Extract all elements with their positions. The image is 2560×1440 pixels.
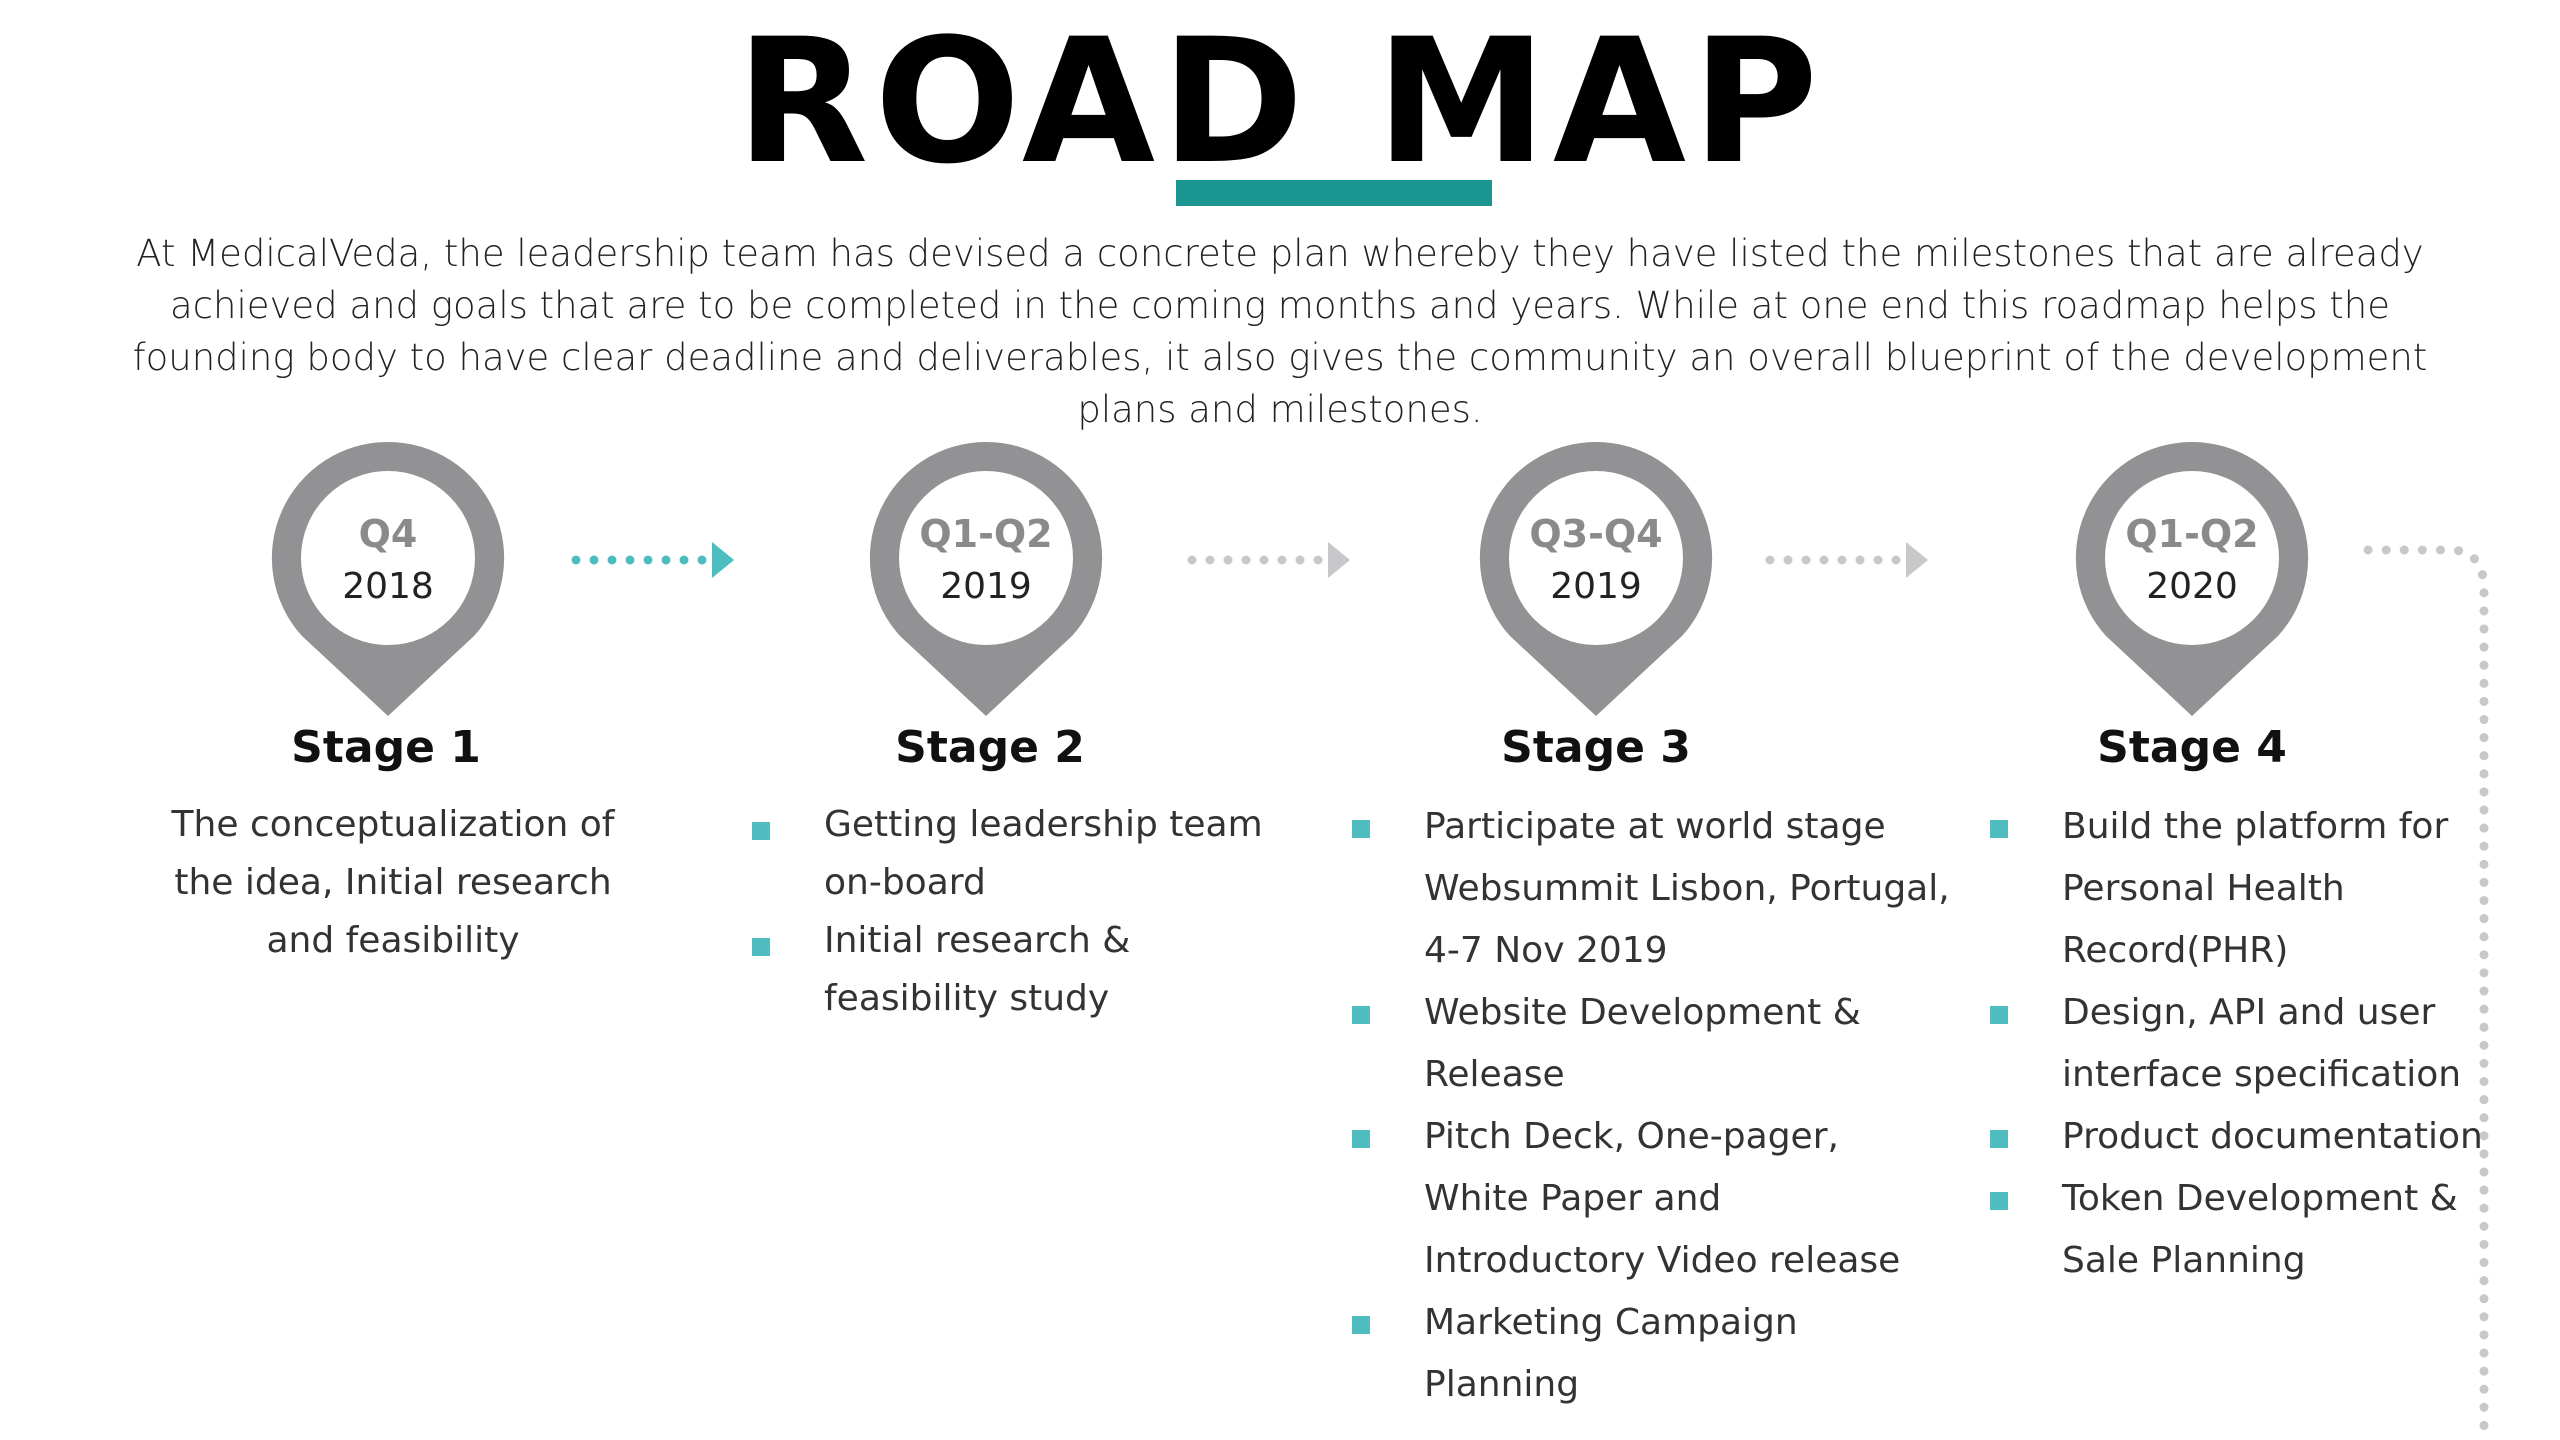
title-underline	[1176, 180, 1492, 206]
map-pin-icon	[869, 441, 1103, 716]
arrow-stage-2-to-3	[1187, 542, 1350, 578]
square-bullet-icon	[1352, 1006, 1370, 1024]
stage-3-item-2: Website Development & Release	[1424, 992, 1861, 1095]
stage-3-item-3: Pitch Deck, One-pager, White Paper and I…	[1424, 1116, 1901, 1281]
map-pin-icon	[271, 441, 505, 716]
stage-3-items: Participate at world stage Websummit Lis…	[1352, 796, 1952, 1416]
list-item: Website Development & Release	[1352, 982, 1952, 1106]
list-item: Participate at world stage Websummit Lis…	[1352, 796, 1952, 982]
stage-4-item-3: Product documentation	[2062, 1116, 2483, 1157]
list-item: Build the platform for Personal Health R…	[1990, 796, 2520, 982]
square-bullet-icon	[1990, 1130, 2008, 1148]
list-item: Pitch Deck, One-pager, White Paper and I…	[1352, 1106, 1952, 1292]
square-bullet-icon	[1990, 1192, 2008, 1210]
stage-1-title: Stage 1	[291, 722, 481, 773]
square-bullet-icon	[752, 822, 770, 840]
square-bullet-icon	[1352, 1316, 1370, 1334]
square-bullet-icon	[1990, 820, 2008, 838]
stage-4-item-1: Build the platform for Personal Health R…	[2062, 806, 2449, 971]
stage-4-pin: Q1-Q2 2020	[2068, 434, 2316, 716]
list-item: Initial research & feasibility study	[752, 912, 1312, 1028]
square-bullet-icon	[1352, 820, 1370, 838]
stage-2-pin: Q1-Q2 2019	[862, 434, 1110, 716]
stage-4-year: 2020	[2146, 566, 2238, 607]
stage-1-quarter: Q4	[358, 512, 418, 556]
page-title: ROAD MAP	[735, 1, 1825, 202]
stage-2-items: Getting leadership team on-board Initial…	[752, 796, 1312, 1028]
stage-3-pin: Q3-Q4 2019	[1472, 434, 1720, 716]
stage-2-quarter: Q1-Q2	[919, 512, 1053, 556]
stage-1-pin: Q4 2018	[264, 434, 512, 716]
stage-4-items: Build the platform for Personal Health R…	[1990, 796, 2520, 1292]
stage-2-item-2: Initial research & feasibility study	[824, 920, 1131, 1019]
stage-4-item-4: Token Development & Sale Planning	[2062, 1178, 2458, 1281]
stage-3-year: 2019	[1550, 566, 1642, 607]
stage-4-item-2: Design, API and user interface specifica…	[2062, 992, 2462, 1095]
list-item: Design, API and user interface specifica…	[1990, 982, 2520, 1106]
stage-4-title: Stage 4	[2097, 722, 2287, 773]
stage-4-quarter: Q1-Q2	[2125, 512, 2259, 556]
arrow-stage-1-to-2	[571, 542, 734, 578]
stage-1-description: The conceptualization of the idea, Initi…	[171, 804, 615, 961]
list-item: Token Development & Sale Planning	[1990, 1168, 2520, 1292]
stage-2-year: 2019	[940, 566, 1032, 607]
stage-1-year: 2018	[342, 566, 434, 607]
square-bullet-icon	[752, 938, 770, 956]
intro-paragraph: At MedicalVeda, the leadership team has …	[132, 232, 2428, 431]
map-pin-icon	[2075, 441, 2309, 716]
stage-3-item-1: Participate at world stage Websummit Lis…	[1424, 806, 1950, 971]
list-item: Marketing Campaign Planning	[1352, 1292, 1952, 1416]
arrow-stage-3-to-4	[1765, 542, 1928, 578]
stage-3-quarter: Q3-Q4	[1529, 512, 1663, 556]
list-item: Getting leadership team on-board	[752, 796, 1312, 912]
stage-2-title: Stage 2	[895, 722, 1085, 773]
dotted-continuation-line	[2363, 545, 2489, 1430]
stage-2-item-1: Getting leadership team on-board	[824, 804, 1263, 903]
stage-3-title: Stage 3	[1501, 722, 1691, 773]
list-item: Product documentation	[1990, 1106, 2520, 1168]
square-bullet-icon	[1352, 1130, 1370, 1148]
stage-3-item-4: Marketing Campaign Planning	[1424, 1302, 1798, 1405]
map-pin-icon	[1479, 441, 1713, 716]
square-bullet-icon	[1990, 1006, 2008, 1024]
